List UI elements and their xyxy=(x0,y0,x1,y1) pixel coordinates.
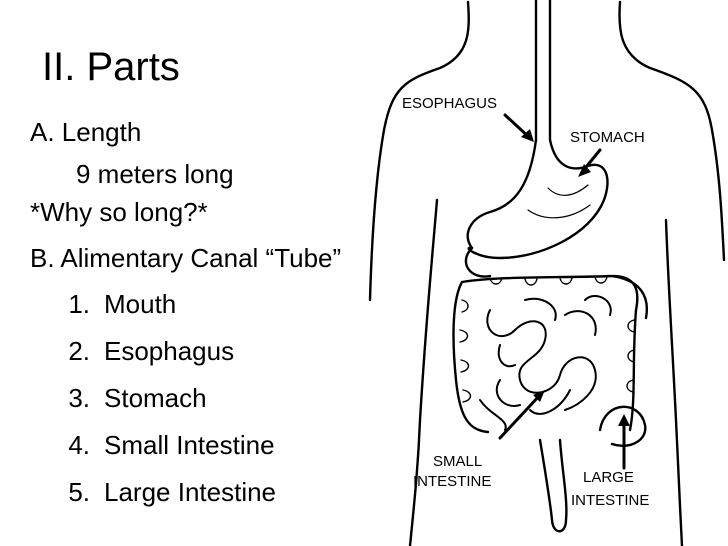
stomach-label: STOMACH xyxy=(570,129,645,146)
section-a-detail: 9 meters long xyxy=(76,159,234,189)
section-a-question: *Why so long?* xyxy=(30,197,208,227)
list-item-small-intestine: Small Intestine xyxy=(104,430,275,460)
colon-haustra xyxy=(459,276,635,403)
duodenum xyxy=(464,246,492,278)
neck-left-outline xyxy=(368,0,470,302)
list-item-large-intestine: Large Intestine xyxy=(104,477,277,507)
stomach-arrowhead xyxy=(578,164,591,177)
large-intestine xyxy=(452,274,649,434)
small-intestine-label-line2: INTESTINE xyxy=(413,473,491,490)
large-intestine-label-line2: INTESTINE xyxy=(571,492,649,509)
list-item-esophagus: Esophagus xyxy=(104,336,235,366)
esophagus xyxy=(534,0,552,142)
neck-right-outline xyxy=(618,0,726,262)
list-item-number: 1. xyxy=(68,289,90,319)
small-intestine-arrow xyxy=(498,393,542,440)
digestive-system-diagram: ESOPHAGUS STOMACH SMALL INTESTINE LARGE … xyxy=(368,0,726,546)
large-intestine-label-line1: LARGE xyxy=(583,469,634,486)
stomach-folds xyxy=(527,184,591,219)
torso-left-side xyxy=(408,198,439,546)
esophagus-arrowhead xyxy=(521,129,534,142)
list-item-number: 3. xyxy=(68,383,90,413)
small-intestine-label-line1: SMALL xyxy=(433,453,482,470)
list-item-number: 4. xyxy=(68,430,90,460)
rectum xyxy=(538,438,568,533)
cecum xyxy=(598,405,647,447)
section-b-heading: B. Alimentary Canal “Tube” xyxy=(30,243,342,273)
stomach xyxy=(466,138,609,260)
esophagus-label: ESOPHAGUS xyxy=(402,95,497,112)
section-a-heading: A. Length xyxy=(30,117,142,147)
list-item-stomach: Stomach xyxy=(104,383,207,413)
list-item-number: 2. xyxy=(68,336,90,366)
small-intestine-arrowhead xyxy=(533,390,545,402)
torso-right-side xyxy=(664,218,684,546)
large-intestine-arrowhead xyxy=(618,414,630,426)
small-intestine xyxy=(479,295,612,431)
slide-title: II. Parts xyxy=(42,45,180,89)
list-item-number: 5. xyxy=(68,477,90,507)
list-item-mouth: Mouth xyxy=(104,289,177,319)
